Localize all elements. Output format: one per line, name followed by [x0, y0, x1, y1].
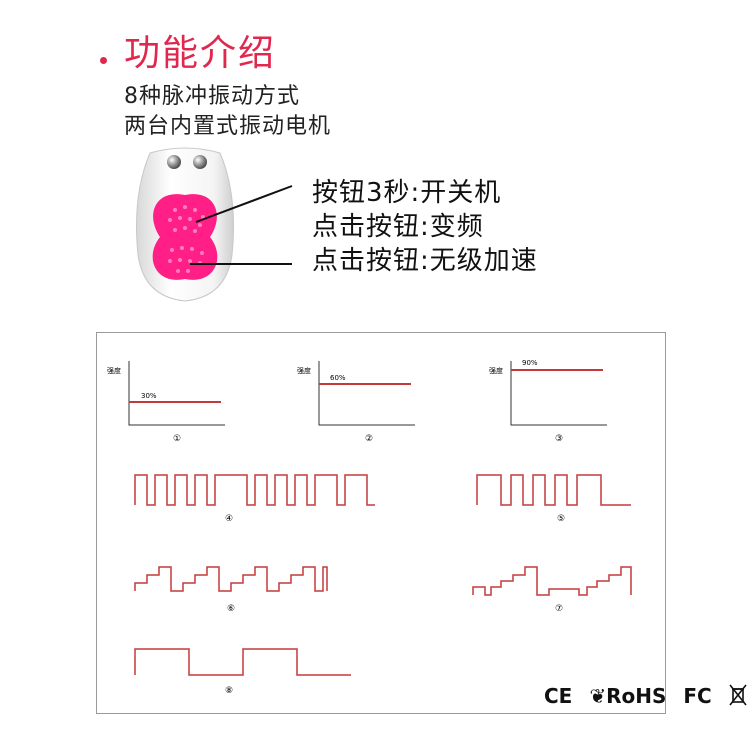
y-axis-label: 强度: [489, 366, 503, 375]
mode-number-4: ④: [225, 514, 233, 524]
bullet-dot: [100, 57, 107, 64]
mode-number-1: ①: [173, 434, 181, 444]
mode-number-5: ⑤: [557, 514, 565, 524]
intensity-plot-2: 强度 60% ②: [297, 361, 415, 444]
intensity-90-label: 90%: [522, 359, 538, 367]
waveform-6: [134, 566, 328, 592]
y-axis-label: 强度: [107, 366, 121, 375]
feature-line-1: 8种脉冲振动方式: [124, 84, 300, 109]
mode-number-3: ③: [555, 434, 563, 444]
callout-speed: 点击按钮:无级加速: [312, 246, 538, 276]
intensity-60-label: 60%: [330, 374, 346, 382]
y-axis-label: 强度: [297, 366, 311, 375]
crossed-bin-icon: [729, 684, 747, 706]
rohs-leaf-icon: ❦: [589, 684, 607, 708]
waveform-4: [134, 474, 375, 506]
mode-number-7: ⑦: [555, 604, 563, 614]
device-illustration: [136, 147, 234, 302]
mode-number-2: ②: [365, 434, 373, 444]
feature-line-2: 两台内置式振动电机: [124, 114, 332, 139]
rohs-mark: RoHS: [606, 684, 667, 708]
intensity-30-label: 30%: [141, 392, 157, 400]
waveform-7: [472, 566, 632, 596]
waveform-panel: 强度 30% ① 强度 60% ② 强度 90% ③ ④ ⑤ ⑥: [96, 332, 666, 714]
ce-mark: CE: [544, 684, 573, 708]
waveform-8: [134, 648, 351, 676]
waveform-diagram: 强度 30% ① 强度 60% ② 强度 90% ③ ④ ⑤ ⑥: [107, 359, 632, 696]
electrode-left: [167, 155, 181, 169]
certification-logos: CE ❦RoHS FC: [544, 684, 747, 708]
electrode-right: [193, 155, 207, 169]
callout-power: 按钮3秒:开关机: [312, 178, 502, 208]
intensity-plot-3: 强度 90% ③: [489, 359, 607, 444]
callout-frequency: 点击按钮:变频: [312, 212, 484, 242]
mode-number-6: ⑥: [227, 604, 235, 614]
fc-mark: FC: [683, 684, 712, 708]
feature-title: 功能介绍: [124, 33, 277, 74]
intensity-plot-1: 强度 30% ①: [107, 361, 225, 444]
mode-number-8: ⑧: [225, 686, 233, 696]
waveform-5: [476, 474, 631, 506]
